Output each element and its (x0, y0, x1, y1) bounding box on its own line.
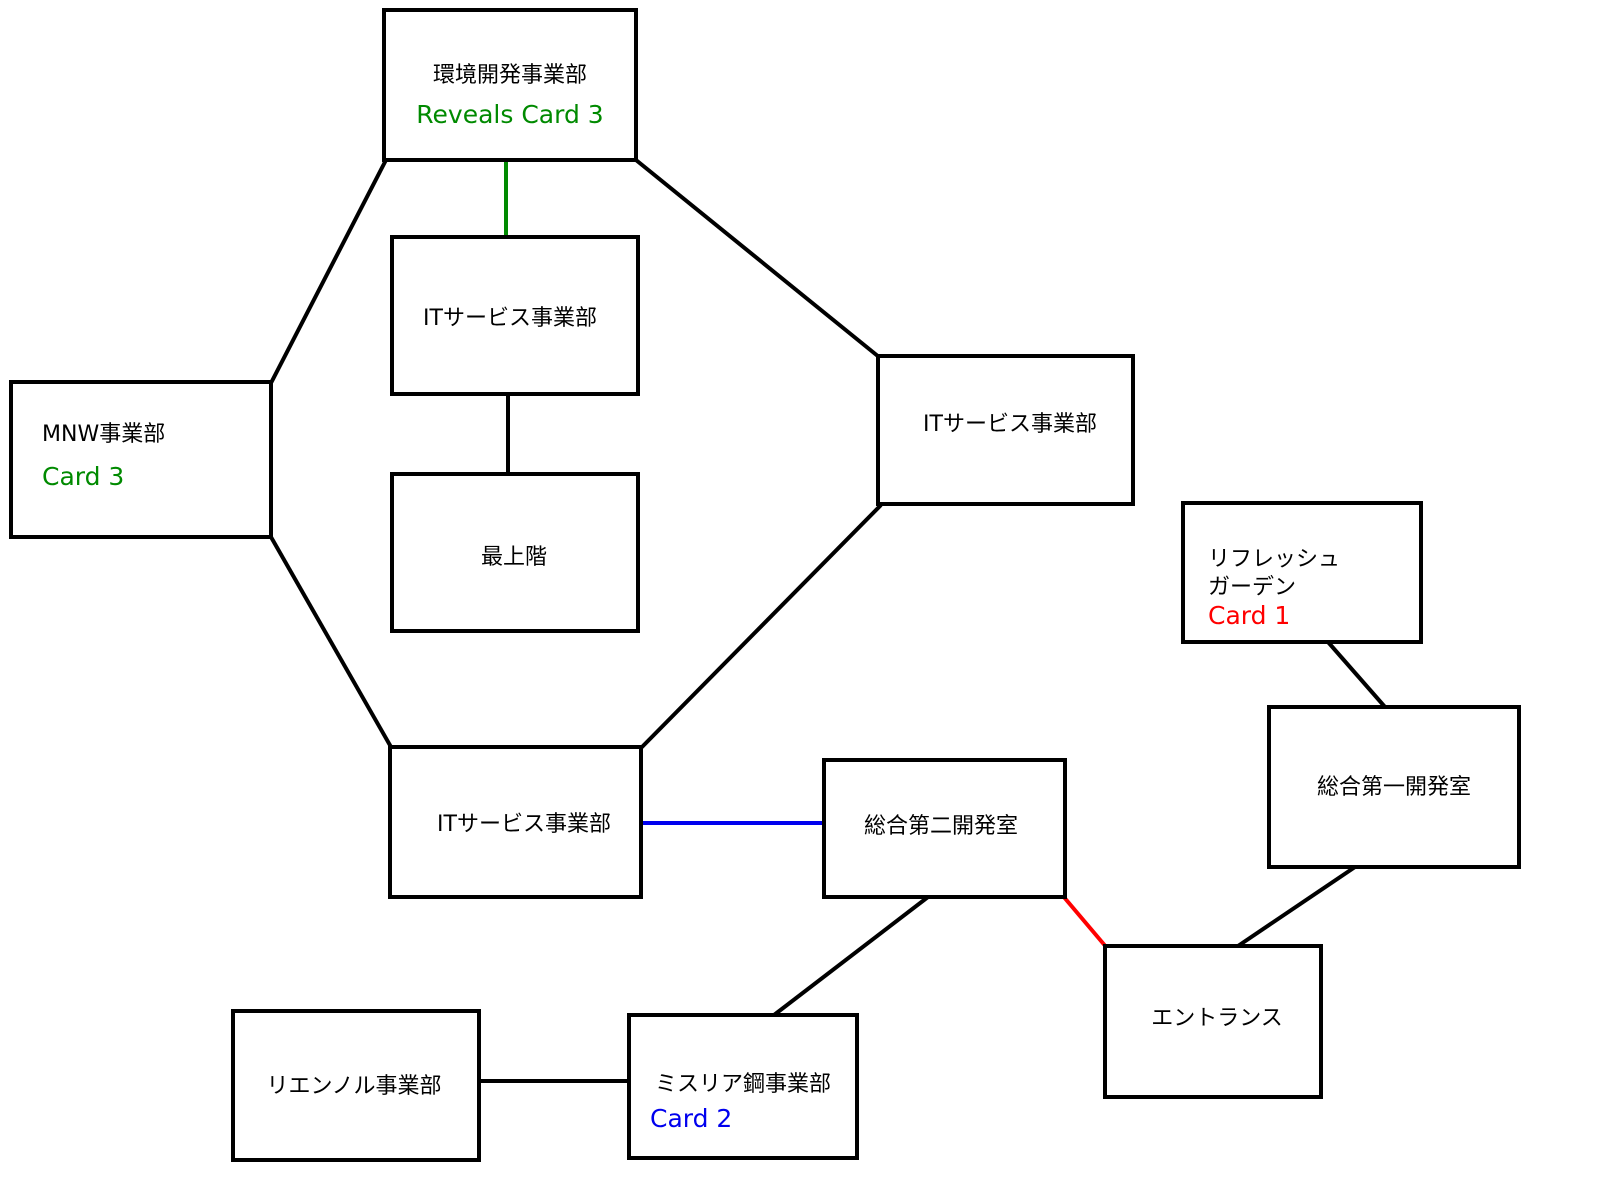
edge-sogo1-entrance (1236, 865, 1357, 948)
node-sogo1[interactable]: 総合第一開発室 (1267, 705, 1521, 869)
edges (269, 158, 1387, 1083)
node-label: MNW事業部 (42, 422, 165, 447)
edge-kankyo-it-right (634, 158, 881, 359)
node-label: ミスリア鋼事業部 (655, 1072, 831, 1097)
node-note: Reveals Card 3 (416, 100, 603, 129)
node-sogo2[interactable]: 総合第二開発室 (822, 758, 1067, 899)
node-label: 環境開発事業部 (433, 63, 587, 88)
edge-kankyo-mnw (269, 159, 388, 384)
node-label: 総合第一開発室 (1317, 775, 1471, 800)
node-mnw[interactable]: MNW事業部 Card 3 (9, 380, 273, 539)
node-entrance[interactable]: エントランス (1103, 944, 1323, 1099)
edge-sogo2-misuria (772, 895, 930, 1017)
node-misuria[interactable]: ミスリア鋼事業部 Card 2 (627, 1013, 859, 1160)
node-note: Card 1 (1208, 601, 1290, 630)
edge-sogo2-entrance (1061, 894, 1109, 950)
node-label-line1: リフレッシュ (1208, 547, 1340, 572)
node-riennoru[interactable]: リエンノル事業部 (231, 1009, 481, 1162)
edge-it-right-it-bottom (639, 503, 883, 750)
node-label: エントランス (1151, 1006, 1283, 1031)
edge-refresh-sogo1 (1326, 640, 1387, 709)
node-kankyo[interactable]: 環境開発事業部 Reveals Card 3 (382, 8, 638, 162)
node-saijokai[interactable]: 最上階 (390, 472, 640, 633)
node-it-bottom[interactable]: ITサービス事業部 (388, 745, 643, 899)
node-label: 総合第二開発室 (864, 814, 1018, 839)
node-label: ITサービス事業部 (423, 306, 597, 331)
node-it-right[interactable]: ITサービス事業部 (876, 354, 1135, 506)
node-label: 最上階 (481, 545, 547, 570)
node-label-line2: ガーデン (1208, 575, 1296, 600)
node-label: ITサービス事業部 (923, 412, 1097, 437)
node-note: Card 3 (42, 462, 124, 491)
node-label: ITサービス事業部 (437, 812, 611, 837)
edge-mnw-it-bottom (269, 536, 393, 748)
node-refresh[interactable]: リフレッシュ ガーデン Card 1 (1181, 501, 1423, 644)
node-note: Card 2 (650, 1104, 732, 1133)
node-label: リエンノル事業部 (267, 1074, 442, 1099)
node-it-top[interactable]: ITサービス事業部 (390, 235, 640, 396)
